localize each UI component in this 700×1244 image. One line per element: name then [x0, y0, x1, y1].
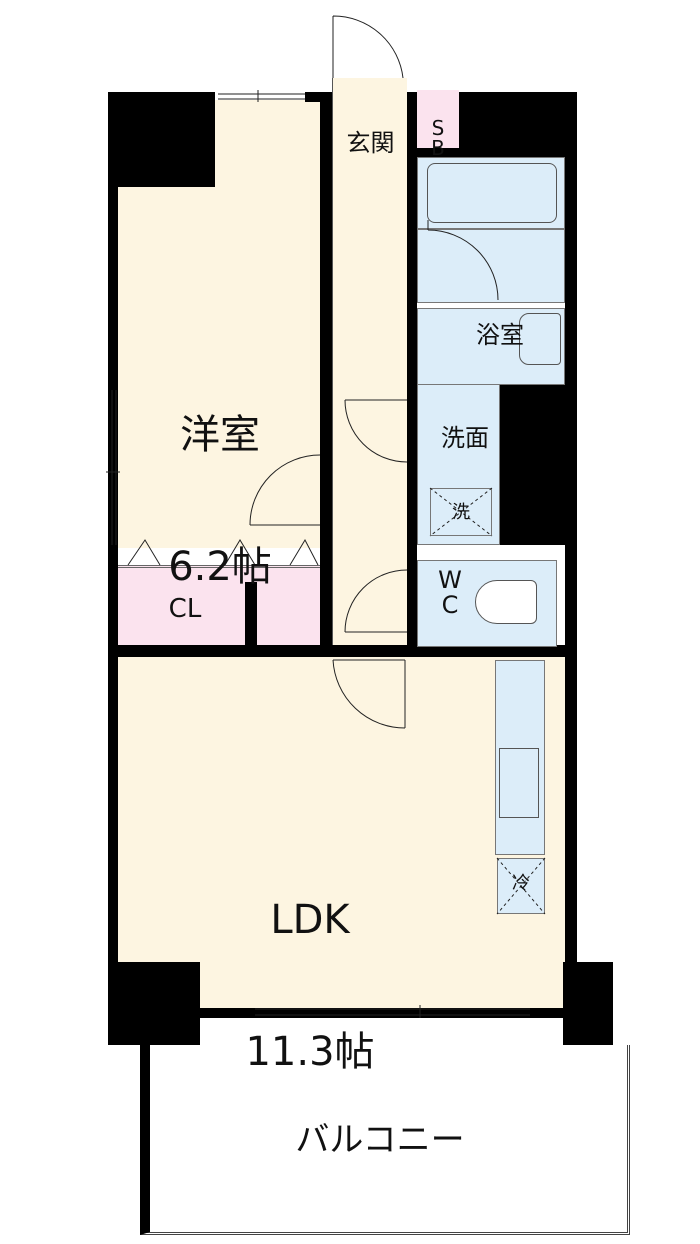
closet-label: CL — [168, 594, 202, 624]
wall-bottom-left — [108, 962, 200, 1045]
balcony-label: バルコニー — [295, 1120, 465, 1160]
ldk-name: LDK — [270, 897, 350, 943]
entrance-door-swing — [332, 15, 404, 79]
wall-mid-horizontal — [108, 645, 577, 657]
balcony — [140, 1045, 630, 1235]
closet-floor — [118, 565, 322, 647]
closet-folding-doors — [127, 538, 319, 566]
bathtub-icon — [427, 163, 557, 223]
kitchen-counter — [495, 660, 545, 855]
washer-label: 洗 — [452, 502, 470, 523]
room-door-swing — [249, 454, 321, 526]
shoe-box-label: SB — [431, 116, 445, 160]
wall-top-left — [108, 92, 215, 187]
bathroom — [417, 229, 565, 303]
ldk-door-swing — [332, 659, 406, 729]
hallway-floor — [332, 78, 407, 658]
toilet-door-swing — [344, 569, 408, 633]
western-room-floor — [118, 148, 322, 548]
western-room-name: 洋室 — [180, 412, 260, 458]
wall-wet-block — [500, 385, 565, 545]
bathroom-label: 浴室 — [476, 321, 524, 349]
room-left-window — [106, 390, 120, 545]
wall-room-hall — [320, 100, 332, 655]
kitchen-sink-icon — [499, 748, 539, 818]
wall-left — [108, 92, 118, 962]
western-room-label: 洋室 6.2帖 — [140, 325, 300, 677]
wall-hall-wet — [407, 150, 417, 655]
toilet-label: WC — [438, 566, 462, 620]
washer-cross — [429, 487, 493, 537]
wall-bottom-right — [563, 962, 613, 1045]
ldk-label: LDK 11.3帖 — [220, 810, 400, 1162]
balcony-window — [255, 1005, 530, 1018]
toilet-icon — [475, 580, 537, 624]
bathtub-area — [417, 157, 565, 229]
ldk-floor — [118, 655, 565, 1010]
western-room-size: 6.2帖 — [168, 544, 272, 590]
washroom — [417, 308, 565, 385]
wall-right — [565, 92, 577, 962]
bathroom-door-swing — [427, 220, 499, 301]
bath-door-swing — [344, 399, 408, 463]
wall-bottom — [200, 1008, 570, 1018]
closet-divider — [245, 582, 257, 647]
entrance-label: 玄関 — [346, 129, 395, 157]
western-room-alcove — [215, 100, 322, 150]
wall-top-mid — [305, 92, 332, 102]
room-top-window — [218, 90, 305, 102]
fridge-cross — [496, 857, 546, 915]
ldk-size: 11.3帖 — [245, 1029, 375, 1075]
washroom-label: 洗面 — [441, 424, 489, 452]
sink-icon — [519, 313, 561, 365]
fridge-label: 冷 — [512, 873, 530, 894]
shoe-box-fill — [417, 90, 459, 148]
